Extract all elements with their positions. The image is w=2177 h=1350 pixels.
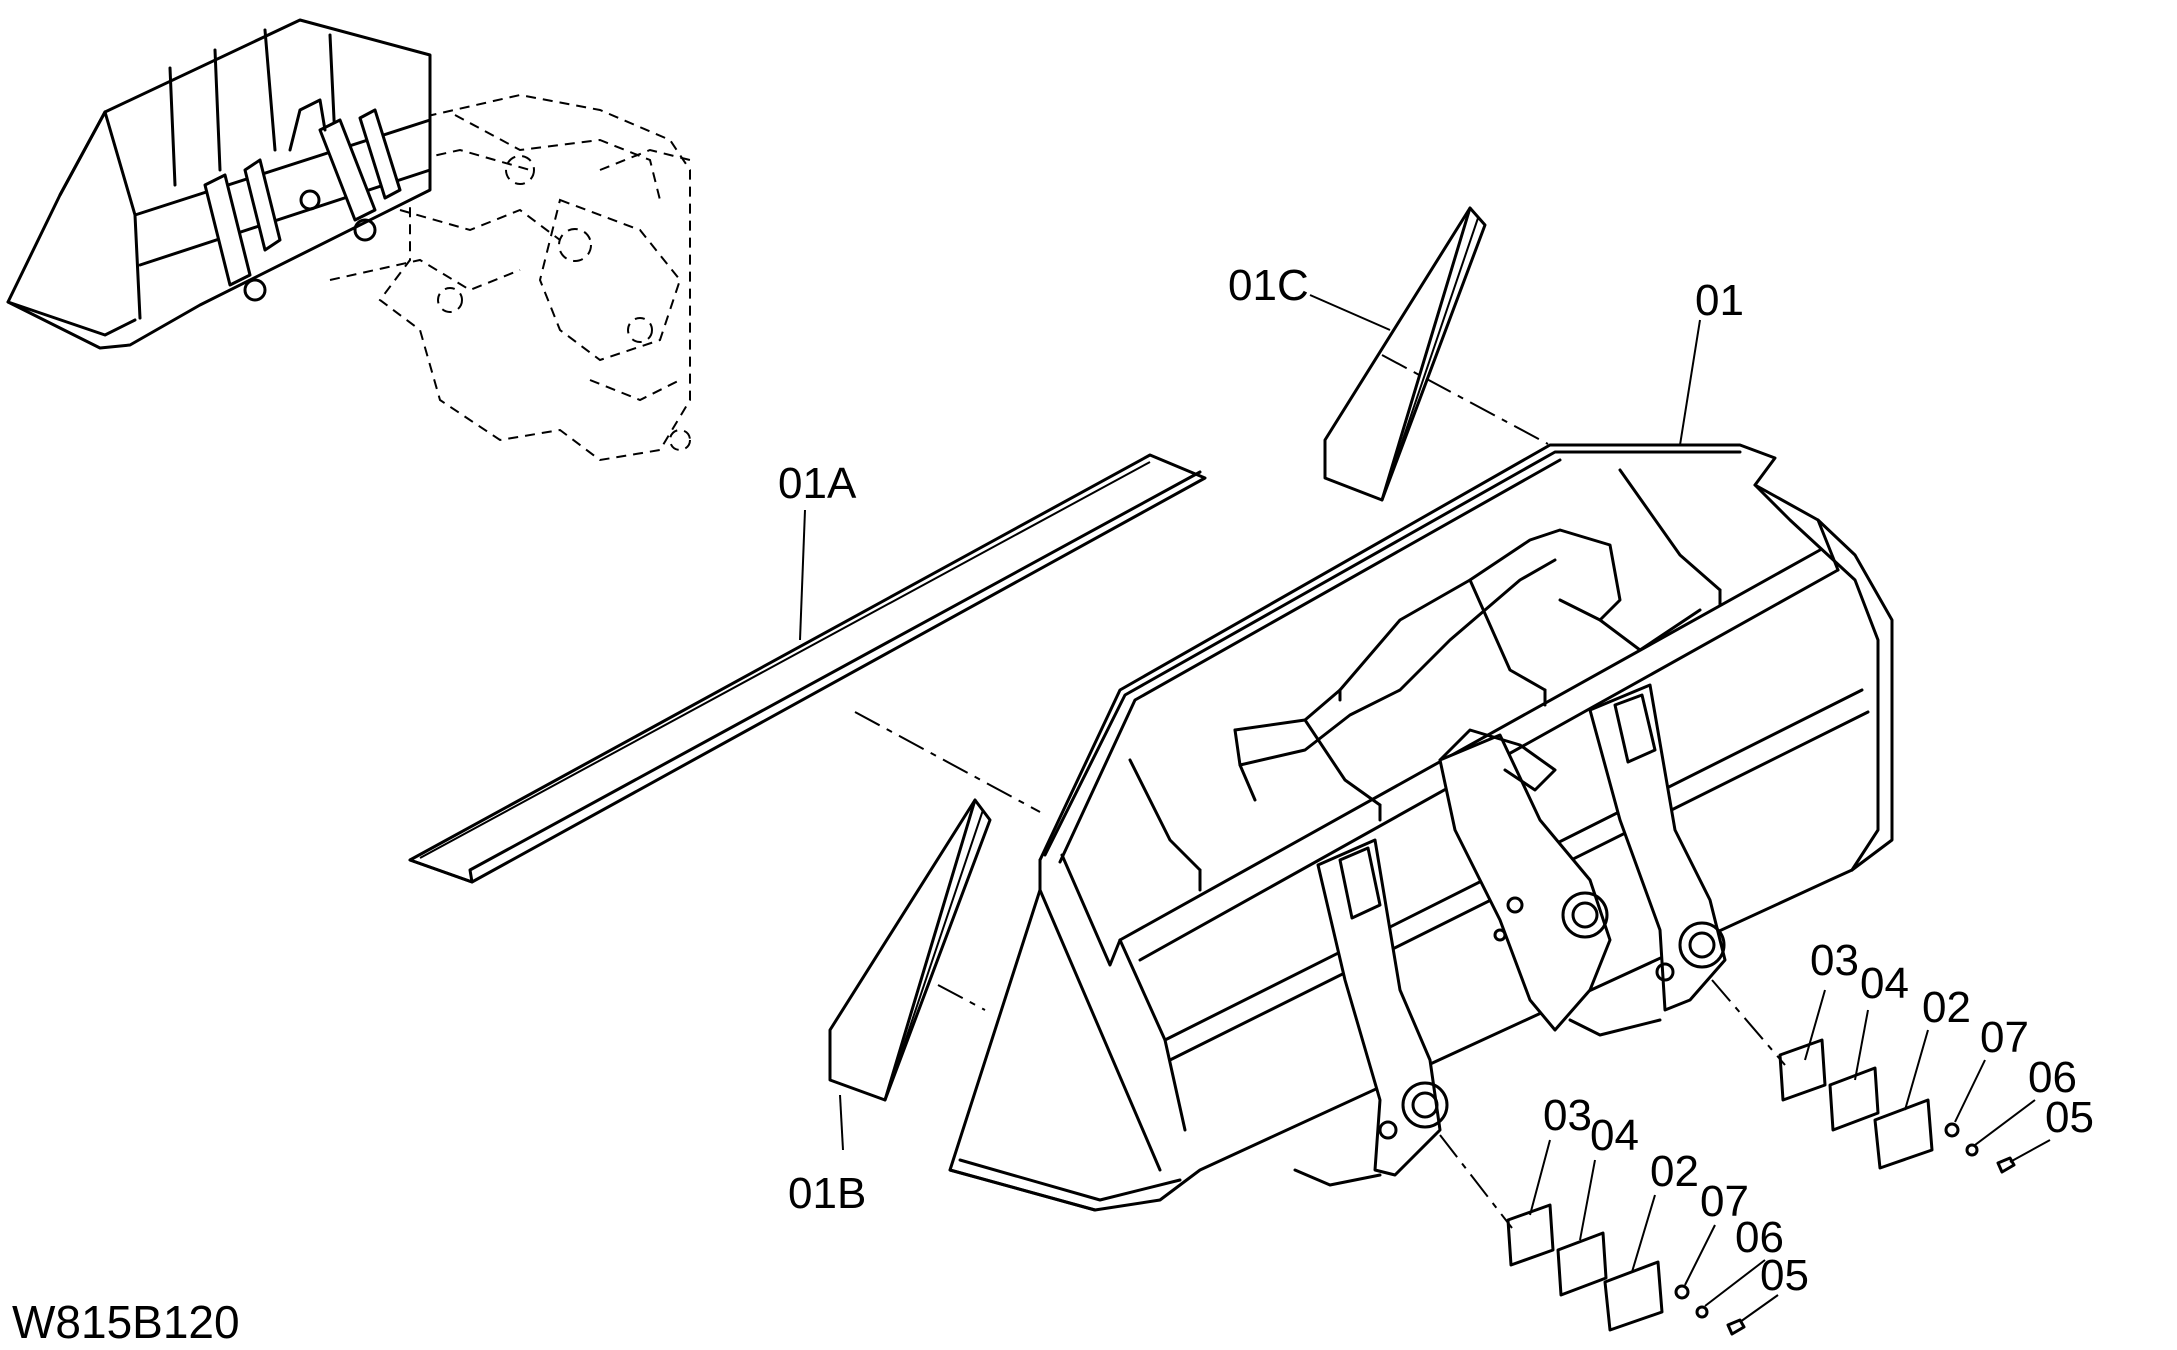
label-01: 01	[1695, 276, 1744, 325]
plate-02-right	[1873, 1098, 1934, 1170]
shim-04-right	[1828, 1066, 1880, 1132]
part-01-bucket	[948, 443, 1894, 1212]
label-03-left: 03	[1543, 1091, 1592, 1140]
drawing-code: W815B120	[12, 1296, 240, 1348]
bucket-link-bracket	[1438, 728, 1612, 1032]
washer-06-right	[1965, 1143, 1979, 1157]
label-05-left: 05	[1760, 1251, 1809, 1300]
washer-06-left	[1695, 1305, 1709, 1319]
plate-02-left	[1603, 1260, 1664, 1332]
label-07-left: 07	[1700, 1177, 1749, 1226]
label-06-left: 06	[1735, 1213, 1784, 1262]
overview-illustration	[6, 18, 691, 462]
label-03-right: 03	[1810, 936, 1859, 985]
label-01C: 01C	[1228, 261, 1309, 310]
part-labels: 01 01A 01B 01C 03 04 02 07 06 05 03 04 0…	[778, 261, 2094, 1300]
label-01B: 01B	[788, 1169, 866, 1218]
leader-lines	[799, 294, 2051, 1323]
hardware-group-left	[1506, 1203, 1746, 1336]
label-02-left: 02	[1650, 1147, 1699, 1196]
washer-07-left	[1674, 1284, 1690, 1300]
shim-03-right	[1778, 1038, 1827, 1102]
part-01B-side-cutter	[828, 798, 992, 1102]
hardware-group-right	[1778, 1038, 2016, 1174]
assembly-lines	[854, 354, 1786, 1229]
loader-frame-outline	[329, 93, 691, 462]
label-02-right: 02	[1922, 983, 1971, 1032]
label-01A: 01A	[778, 459, 857, 508]
label-04-right: 04	[1860, 959, 1909, 1008]
label-06-right: 06	[2028, 1053, 2077, 1102]
overview-bucket	[6, 18, 432, 350]
label-04-left: 04	[1590, 1111, 1639, 1160]
part-01A-cutting-edge	[408, 453, 1207, 884]
part-01C-side-cutter	[1323, 206, 1487, 502]
shim-04-left	[1556, 1231, 1608, 1297]
bucket-hinge-bracket-left	[1316, 838, 1449, 1177]
bucket-hinge-bracket-right	[1588, 683, 1727, 1012]
bolt-05-left	[1726, 1318, 1746, 1336]
shim-03-left	[1506, 1203, 1555, 1267]
label-05-right: 05	[2045, 1093, 2094, 1142]
label-07-right: 07	[1980, 1013, 2029, 1062]
washer-07-right	[1944, 1122, 1960, 1138]
